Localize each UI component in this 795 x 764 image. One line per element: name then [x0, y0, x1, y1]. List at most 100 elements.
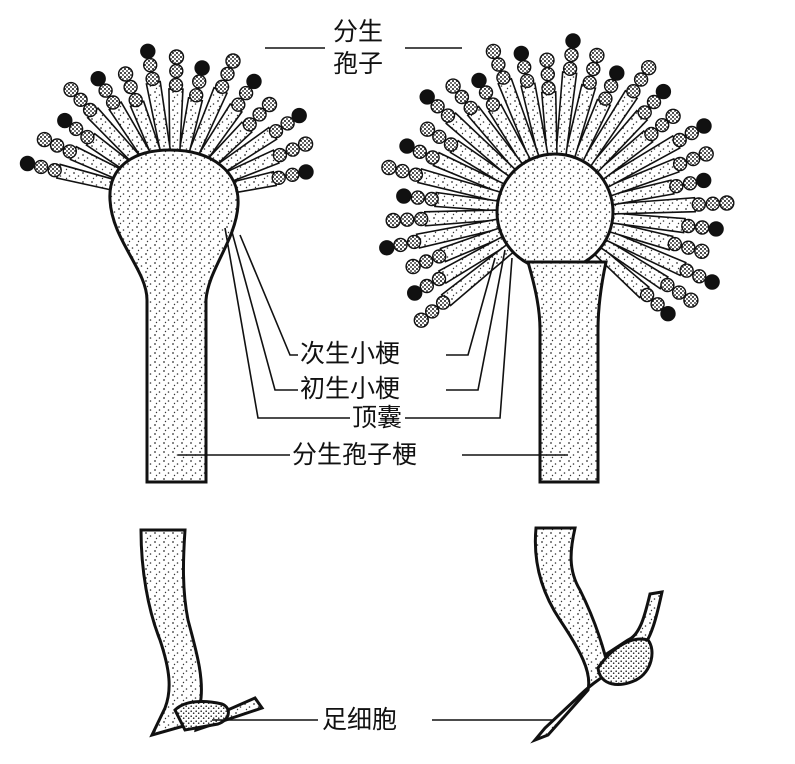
conidium: [660, 277, 675, 293]
conidium: [609, 65, 625, 81]
conidium: [280, 116, 295, 131]
conidium: [582, 75, 597, 90]
leader-primary-right: [446, 249, 506, 391]
left-vesicle-and-stalk: [108, 148, 240, 484]
conidium: [408, 167, 424, 182]
conidium: [695, 220, 710, 235]
conidium: [194, 60, 210, 76]
conidium: [117, 66, 134, 82]
conidium: [225, 53, 241, 69]
conidium: [410, 190, 425, 205]
conidium: [692, 269, 707, 284]
conidium: [432, 129, 447, 145]
conidium: [80, 129, 95, 145]
conidium: [47, 162, 62, 178]
conidium: [684, 125, 699, 141]
conidium: [586, 61, 601, 77]
conidium: [681, 240, 696, 255]
conidium: [644, 126, 659, 142]
conidium: [443, 137, 459, 152]
conidium: [696, 172, 712, 189]
conidium: [491, 57, 506, 72]
leader-secondary-left: [239, 234, 298, 356]
conidium: [708, 221, 724, 237]
left-conidiophore: [108, 148, 265, 738]
conidium: [646, 94, 662, 110]
leader-vesicle-left: [224, 227, 350, 419]
conidium: [704, 274, 720, 290]
conidium: [406, 234, 422, 250]
conidium: [682, 176, 698, 191]
conidium: [261, 96, 278, 113]
conidium: [485, 97, 501, 112]
conidium: [672, 132, 687, 148]
right-stalk: [526, 260, 608, 484]
conidium: [540, 66, 555, 82]
conidium: [62, 144, 78, 159]
label-conidia: 分生 孢子: [333, 17, 384, 78]
conidium: [565, 33, 581, 49]
conidium: [285, 167, 300, 183]
conidium: [168, 49, 185, 65]
conidium: [90, 70, 106, 87]
phialide: [168, 88, 184, 153]
conidium: [271, 170, 286, 186]
conidium: [128, 92, 143, 108]
conidium: [169, 63, 184, 79]
conidium: [231, 97, 246, 112]
conidium: [105, 95, 121, 110]
conidium: [445, 78, 461, 94]
label-secondary-phialide: 次生小梗: [300, 339, 401, 368]
conidium: [272, 147, 288, 163]
conidium: [214, 79, 230, 95]
conidium: [412, 144, 427, 160]
right-conidiophore: [495, 152, 664, 744]
conidium: [683, 292, 699, 308]
conidium: [705, 196, 720, 211]
conidium: [655, 83, 672, 100]
conidium: [400, 212, 415, 227]
conidium: [478, 85, 494, 100]
conidium: [145, 71, 160, 87]
conidium: [405, 258, 421, 275]
conidium: [633, 72, 649, 87]
conidium: [413, 312, 429, 328]
conidium: [33, 159, 49, 175]
conidium: [291, 107, 307, 124]
conidium: [681, 218, 696, 234]
conidium: [419, 254, 434, 269]
conidium: [36, 131, 53, 148]
conidium: [562, 61, 578, 77]
conidium: [140, 43, 156, 59]
conidium: [220, 66, 235, 82]
conidium: [285, 142, 300, 157]
conidium: [246, 73, 262, 90]
conidium: [407, 285, 423, 301]
conidium: [63, 81, 79, 98]
conidium: [425, 304, 440, 319]
conidium: [242, 117, 257, 132]
conidium: [660, 306, 676, 322]
conidium: [19, 155, 36, 172]
conidium: [719, 195, 735, 211]
conidium: [696, 118, 712, 134]
left-foot-cell: [173, 700, 230, 732]
conidium: [626, 83, 641, 99]
conidium: [396, 188, 412, 204]
conidium: [57, 112, 73, 129]
conidium: [424, 191, 439, 207]
conidium: [589, 47, 605, 64]
conidium: [395, 163, 410, 179]
conidium: [82, 102, 98, 118]
conidium: [454, 89, 470, 105]
conidium: [49, 138, 65, 153]
conidium: [419, 278, 434, 294]
conidium: [665, 108, 681, 125]
conidium: [432, 249, 447, 264]
leader-primary-left: [231, 231, 298, 391]
conidium: [385, 212, 401, 229]
conidium: [297, 136, 314, 152]
conidium: [672, 156, 688, 172]
